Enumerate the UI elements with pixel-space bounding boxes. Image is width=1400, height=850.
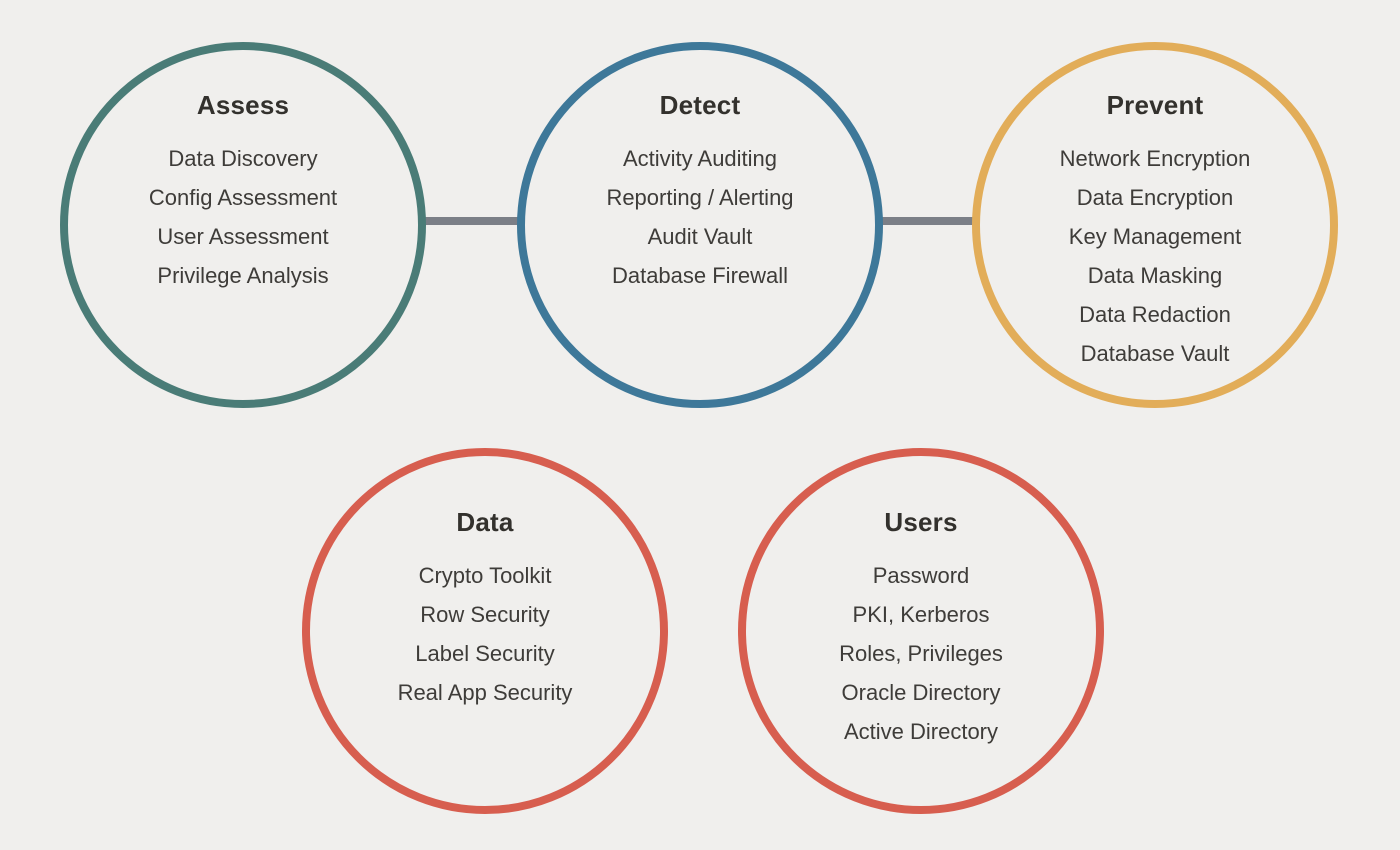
circle-title-data: Data bbox=[456, 507, 514, 537]
circle-items-assess: Data Discovery Config Assessment User As… bbox=[149, 139, 337, 295]
circle-item: PKI, Kerberos bbox=[852, 602, 990, 627]
circle-title-detect: Detect bbox=[659, 90, 741, 120]
circle-item: Database Firewall bbox=[611, 263, 789, 288]
circle-detect: Detect Activity Auditing Reporting / Ale… bbox=[517, 42, 883, 408]
circle-item: Privilege Analysis bbox=[157, 263, 329, 288]
circle-items-prevent: Network Encryption Data Encryption Key M… bbox=[1060, 139, 1251, 373]
circle-item: Key Management bbox=[1068, 224, 1242, 249]
circle-item: Active Directory bbox=[843, 719, 999, 744]
circle-items-data: Crypto Toolkit Row Security Label Securi… bbox=[398, 556, 573, 712]
circle-item: Audit Vault bbox=[647, 224, 753, 249]
circle-assess: Assess Data Discovery Config Assessment … bbox=[60, 42, 426, 408]
circle-item: Roles, Privileges bbox=[839, 641, 1003, 666]
circle-items-users: Password PKI, Kerberos Roles, Privileges… bbox=[839, 556, 1003, 751]
circle-users: Users Password PKI, Kerberos Roles, Priv… bbox=[738, 448, 1104, 814]
circle-title-prevent: Prevent bbox=[1106, 90, 1204, 120]
circle-item: Real App Security bbox=[397, 680, 573, 705]
circle-data: Data Crypto Toolkit Row Security Label S… bbox=[302, 448, 668, 814]
circle-title-users: Users bbox=[884, 507, 958, 537]
circle-item: Reporting / Alerting bbox=[606, 185, 794, 210]
circle-title-assess: Assess bbox=[196, 90, 290, 120]
circle-item: Password bbox=[872, 563, 970, 588]
circle-item: Data Encryption bbox=[1076, 185, 1234, 210]
circle-item: Oracle Directory bbox=[841, 680, 1001, 705]
circle-item: Crypto Toolkit bbox=[418, 563, 552, 588]
circle-item: Row Security bbox=[420, 602, 550, 627]
circle-prevent: Prevent Network Encryption Data Encrypti… bbox=[972, 42, 1338, 408]
circle-item: Data Redaction bbox=[1079, 302, 1231, 327]
connector-detect-prevent bbox=[878, 217, 977, 225]
circle-item: User Assessment bbox=[157, 224, 329, 249]
circle-item: Activity Auditing bbox=[622, 146, 778, 171]
circle-item: Database Vault bbox=[1080, 341, 1230, 366]
circle-items-detect: Activity Auditing Reporting / Alerting A… bbox=[606, 139, 793, 295]
circle-item: Network Encryption bbox=[1059, 146, 1251, 171]
connector-assess-detect bbox=[422, 217, 521, 225]
circle-item: Data Discovery bbox=[168, 146, 318, 171]
circle-item: Data Masking bbox=[1087, 263, 1223, 288]
circle-item: Label Security bbox=[415, 641, 555, 666]
circle-item: Config Assessment bbox=[148, 185, 338, 210]
